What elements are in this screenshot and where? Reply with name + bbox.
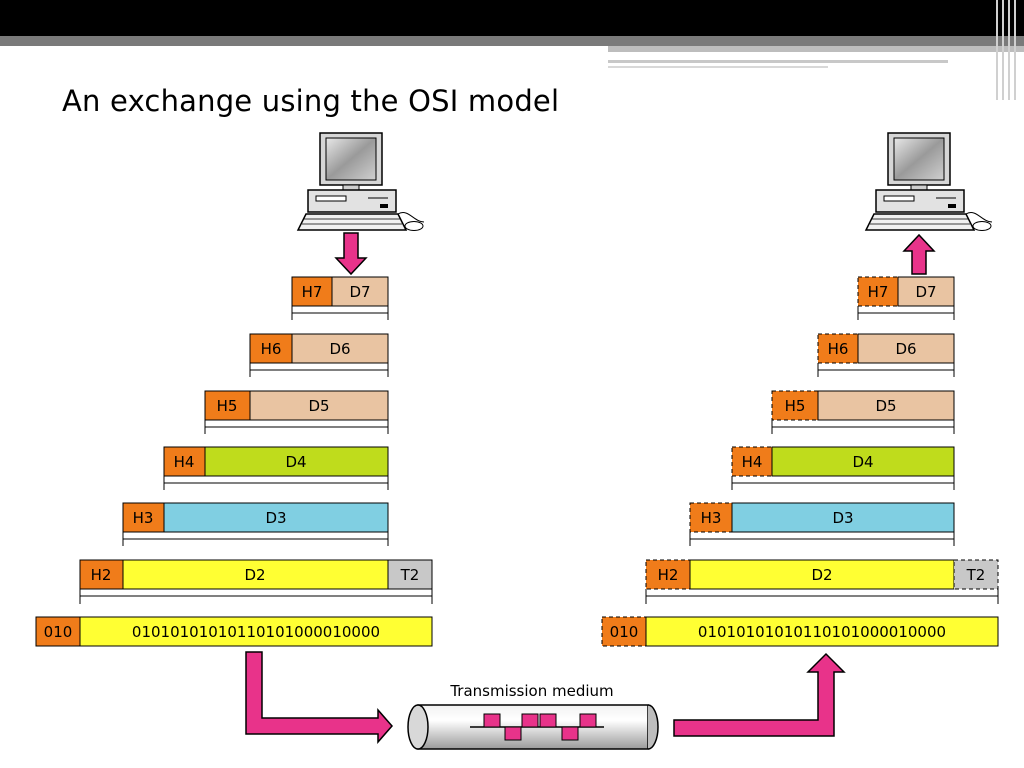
signal-waveform-icon — [470, 713, 604, 741]
receiver-d7: D7 — [915, 283, 936, 301]
sender-down-arrow-icon — [334, 232, 368, 276]
sender-d2: D2 — [244, 566, 265, 584]
receiver-h5: H5 — [785, 397, 806, 415]
receiver-h6: H6 — [828, 340, 849, 358]
sender-t2: T2 — [400, 566, 420, 584]
medium-to-receiver-arrow-icon — [673, 652, 846, 737]
sender-bit-prefix: 010 — [44, 623, 73, 641]
slide-top-bar — [0, 0, 1024, 36]
sender-bitstream: 01010101010110101000010000 — [132, 623, 380, 641]
sender-d4: D4 — [285, 453, 306, 471]
receiver-t2: T2 — [966, 566, 986, 584]
slide-accent-line — [608, 60, 948, 63]
slide-corner-bars — [992, 0, 1024, 100]
receiver-h3: H3 — [701, 509, 722, 527]
sender-h6: H6 — [261, 340, 282, 358]
receiver-h2: H2 — [658, 566, 679, 584]
receiver-d3: D3 — [832, 509, 853, 527]
sender-h5: H5 — [217, 397, 238, 415]
sender-d5: D5 — [308, 397, 329, 415]
transmission-medium: Transmission medium — [407, 682, 659, 750]
receiver-d2: D2 — [811, 566, 832, 584]
receiver-h7: H7 — [868, 283, 889, 301]
slide-accent-band — [608, 46, 1024, 52]
sender-stack: H7 D7 H6 D6 H5 D5 H4 D4 H3 D3 H2 D2 T2 — [35, 276, 433, 647]
receiver-stack: H7 D7 H6 D6 H5 D5 H4 D4 H3 D3 H2 D2 T2 — [601, 276, 999, 647]
receiver-d6: D6 — [895, 340, 916, 358]
receiver-computer-icon — [864, 132, 993, 231]
sender-h2: H2 — [91, 566, 112, 584]
slide-title: An exchange using the OSI model — [62, 84, 560, 118]
receiver-d4: D4 — [852, 453, 873, 471]
receiver-h4: H4 — [742, 453, 763, 471]
sender-h3: H3 — [133, 509, 154, 527]
slide-top-band — [0, 36, 1024, 46]
receiver-d5: D5 — [875, 397, 896, 415]
sender-d7: D7 — [349, 283, 370, 301]
transmission-medium-label: Transmission medium — [449, 682, 613, 700]
receiver-bitstream: 01010101010110101000010000 — [698, 623, 946, 641]
sender-h7: H7 — [302, 283, 323, 301]
sender-d3: D3 — [265, 509, 286, 527]
receiver-bit-prefix: 010 — [610, 623, 639, 641]
sender-d6: D6 — [329, 340, 350, 358]
sender-to-medium-arrow-icon — [245, 651, 393, 744]
sender-computer-icon — [296, 132, 425, 231]
receiver-up-arrow-icon — [902, 233, 936, 275]
slide-accent-line-short — [608, 66, 828, 68]
sender-h4: H4 — [174, 453, 195, 471]
